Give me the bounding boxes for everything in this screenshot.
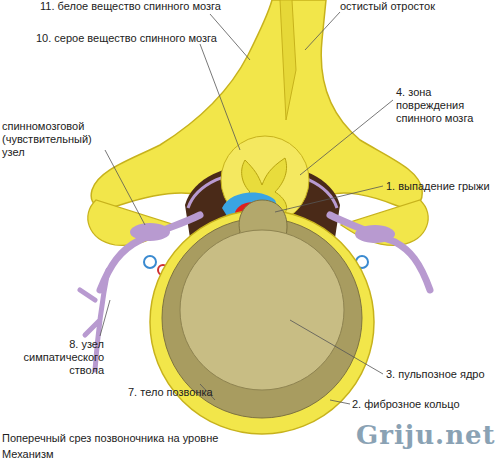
part-label: 3. пульпозное ядро — [386, 368, 501, 381]
part-label: спинномозговой (чувствительный) узел — [2, 120, 102, 159]
part-label: 10. серое вещество спинного мозга — [36, 32, 236, 45]
part-label: 2. фиброзное кольцо — [352, 398, 492, 411]
part-label: Поперечный срез позвоночника на уровне — [2, 432, 302, 445]
part-label: 8. узел симпатического ствола — [14, 338, 104, 377]
part-label: Механизм — [2, 448, 202, 461]
spinous-ridge — [280, 0, 296, 120]
transverse-process — [88, 200, 175, 245]
vertebral-body — [150, 210, 374, 434]
part-label: остистый отросток — [340, 0, 500, 13]
ganglion — [130, 223, 170, 241]
watermark: Griju.net — [356, 420, 496, 450]
part-label: 7. тело позвонка — [128, 386, 248, 399]
part-label: 11. белое вещество спинного мозга — [40, 0, 240, 13]
part-label: 1. выпадение грыжи — [386, 180, 501, 193]
part-label: 4. зона повреждения спинного мозга — [396, 86, 500, 125]
nucleus-pulposus — [180, 230, 344, 390]
ganglion — [355, 225, 395, 243]
vessel — [144, 256, 156, 268]
leader-lines — [100, 12, 393, 404]
